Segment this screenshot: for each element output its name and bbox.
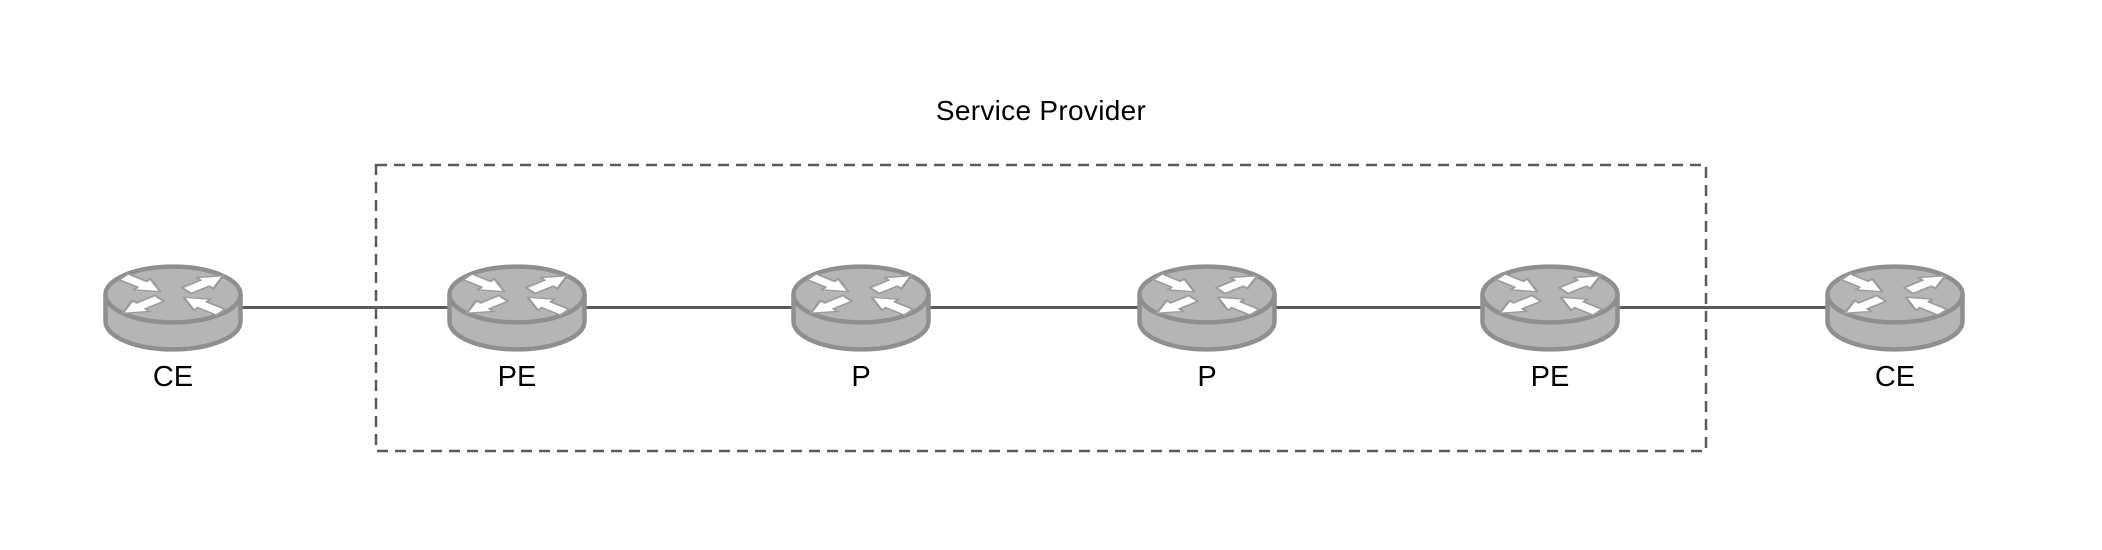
- node-ce-right: CE: [1823, 262, 1967, 392]
- node-label: P: [851, 361, 871, 393]
- node-pe-left: PE: [445, 262, 589, 392]
- router-icon: [101, 262, 245, 354]
- node-label: CE: [152, 361, 194, 393]
- diagram-title: Service Provider: [935, 95, 1147, 126]
- router-icon: [445, 262, 589, 354]
- link-pe-left-p-left: [517, 306, 861, 309]
- node-p-left: P: [789, 262, 933, 392]
- node-label: PE: [1530, 361, 1570, 393]
- node-p-right: P: [1135, 262, 1279, 392]
- node-label: CE: [1874, 361, 1916, 393]
- link-pe-right-ce-right: [1550, 306, 1895, 309]
- link-p-left-p-right: [861, 306, 1207, 309]
- link-ce-left-pe-left: [173, 306, 517, 309]
- router-icon: [789, 262, 933, 354]
- router-icon: [1135, 262, 1279, 354]
- node-label: PE: [497, 361, 537, 393]
- router-icon: [1823, 262, 1967, 354]
- node-ce-left: CE: [101, 262, 245, 392]
- node-label: P: [1197, 361, 1217, 393]
- link-p-right-pe-right: [1207, 306, 1550, 309]
- node-pe-right: PE: [1478, 262, 1622, 392]
- router-icon: [1478, 262, 1622, 354]
